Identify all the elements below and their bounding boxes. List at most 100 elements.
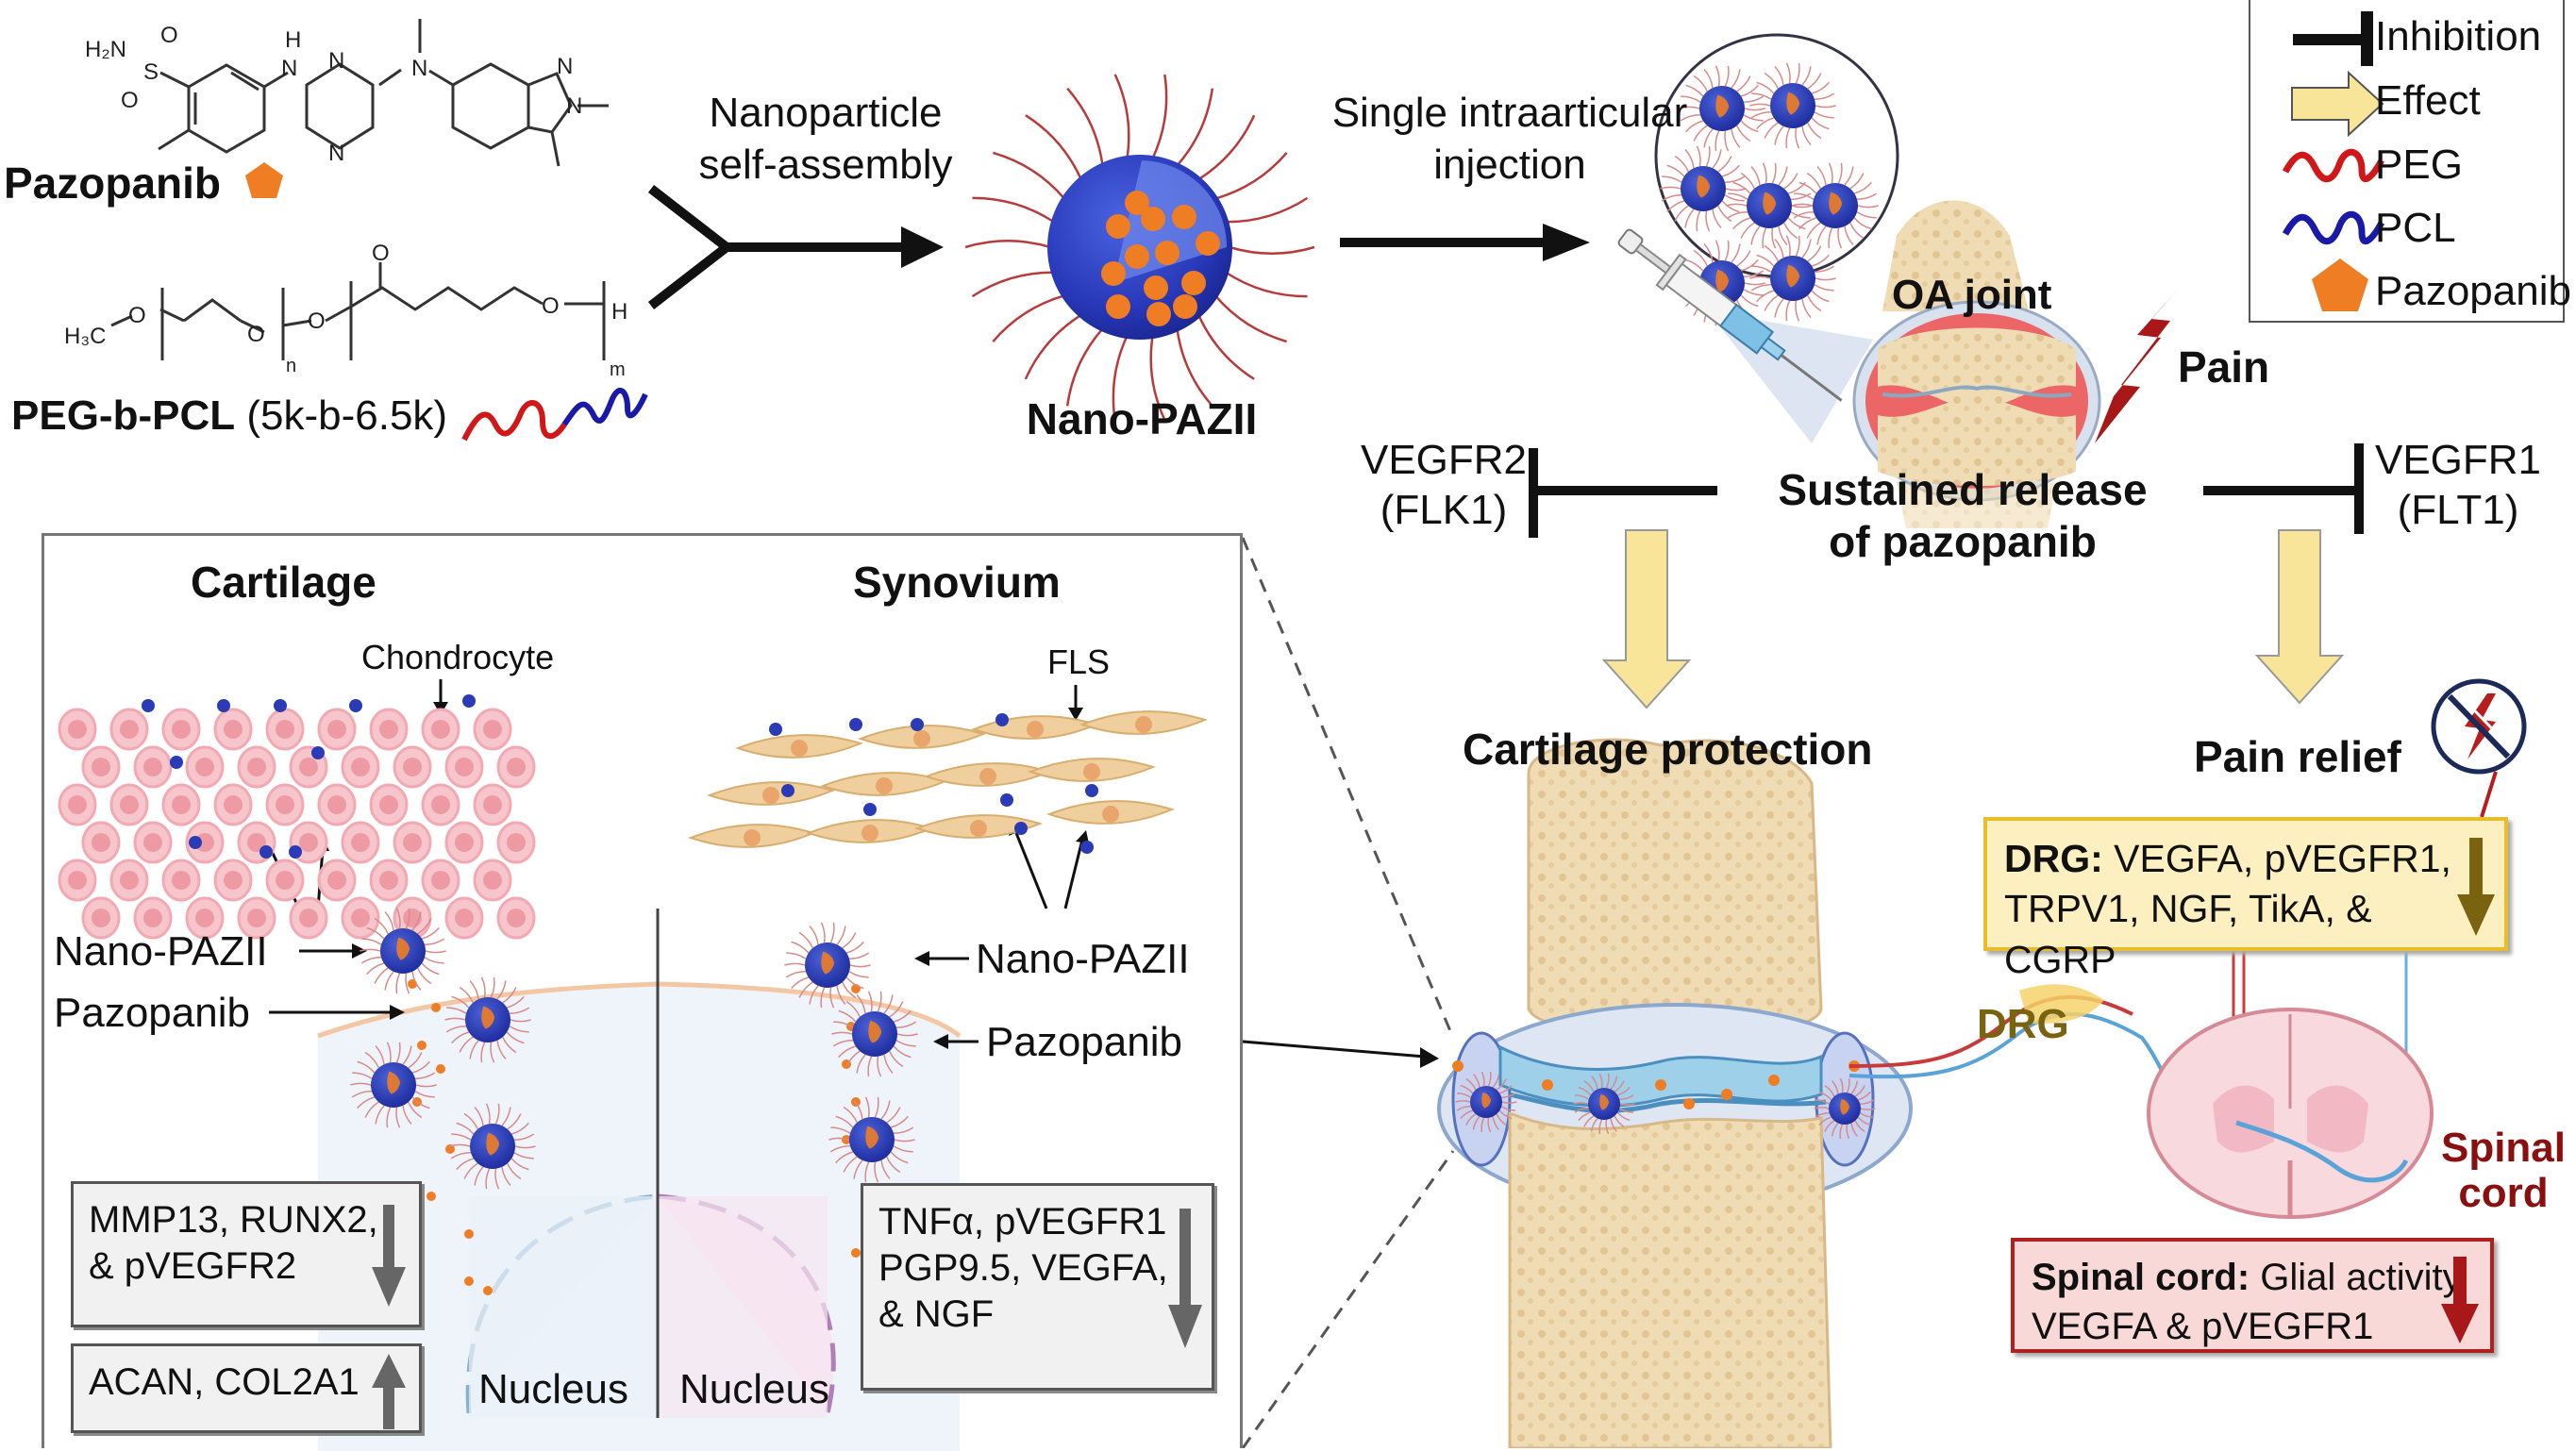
pain-relief-label: Pain relief — [2194, 732, 2401, 781]
pain-lightning-icon — [2095, 288, 2180, 443]
self-assembly-label: Nanoparticle self-assembly — [698, 87, 953, 191]
peg-wave-icon — [2282, 148, 2385, 183]
pazopanib-structure — [158, 19, 609, 167]
spinal-cord-label: Spinal cord — [2433, 1126, 2574, 1215]
nanoparticle-dot — [170, 756, 183, 769]
nanoparticle-dot — [311, 746, 325, 759]
release-line2: of pazopanib — [1829, 517, 2097, 567]
pazopanib-dot — [1125, 191, 1149, 215]
nanoparticle-dot — [911, 718, 924, 731]
pazopanib-pentagon-icon — [245, 162, 283, 198]
pazopanib-dot — [1196, 231, 1220, 256]
nanoparticle-dot — [189, 836, 202, 849]
synovium-down-line1: TNFα, pVEGFR1 — [878, 1201, 1167, 1243]
pazopanib-dot — [1146, 302, 1171, 326]
inhibition-icon — [2293, 11, 2373, 66]
nanoparticle-dot — [349, 699, 362, 712]
pazopanib-dot — [1172, 205, 1196, 229]
nanoparticle-dot — [1000, 793, 1013, 807]
nanoparticle-dot — [274, 699, 287, 712]
legend-label-peg: PEG — [2375, 142, 2463, 188]
nucleus-left-label: Nucleus — [478, 1366, 628, 1412]
down-arrow-icon — [2441, 1257, 2479, 1343]
svg-text:O: O — [308, 309, 326, 334]
sustained-release-label: Sustained release of pazopanib — [1746, 464, 2180, 568]
pazopanib-dot — [1721, 1089, 1732, 1100]
effect-arrow-cartilage — [1601, 529, 1692, 709]
svg-text:O: O — [160, 23, 178, 48]
spinal-box-line1-rest: Glial activity, — [2250, 1257, 2469, 1298]
cartilage-down-line2: & pVEGFR2 — [89, 1244, 297, 1287]
nanoparticle-dot — [769, 723, 782, 736]
legend-label-pcl: PCL — [2375, 205, 2456, 251]
oa-joint-illustration — [1852, 200, 2101, 528]
spinal-cord-line1: Spinal — [2440, 1125, 2567, 1171]
vegfr1-line1: VEGFR1 — [2374, 437, 2542, 483]
legend: Inhibition Effect PEG PCL Pazopanib — [2249, 0, 2571, 323]
legend-label-pazopanib: Pazopanib — [2375, 268, 2571, 314]
pazopanib-pentagon-icon — [2312, 259, 2368, 311]
nanoparticle-dot — [259, 845, 273, 859]
svg-text:O: O — [542, 293, 560, 319]
down-arrow-icon — [2457, 838, 2495, 936]
cellular-detail-panel: Cartilage Synovium Chondrocyte FLS Nano-… — [42, 533, 1243, 1451]
spinal-cord-line2: cord — [2458, 1169, 2549, 1216]
pazopanib-dot — [851, 1248, 861, 1258]
effect-arrow-pain — [2254, 529, 2345, 705]
inhibition-vegfr1 — [2203, 443, 2364, 534]
down-arrow-icon — [372, 1205, 406, 1307]
no-pain-icon — [2431, 678, 2527, 818]
pazopanib-dot — [417, 1041, 427, 1050]
nanoparticle-dot — [1080, 841, 1094, 854]
svg-text:H₃C: H₃C — [64, 324, 106, 349]
pazopanib-label: Pazopanib — [4, 158, 222, 208]
pazopanib-dot — [436, 1064, 445, 1074]
nano-pazii-particle — [964, 74, 1315, 421]
pain-label: Pain — [2178, 342, 2270, 392]
svg-text:n: n — [286, 356, 296, 376]
pcl-wave-icon — [2282, 210, 2385, 245]
right-nano-pazii-label: Nano-PAZII — [976, 936, 1190, 982]
svg-text:N: N — [411, 56, 427, 81]
peg-pcl-label: PEG-b-PCL (5k-b-6.5k) — [11, 393, 447, 438]
cartilage-down-line1: MMP13, RUNX2, — [89, 1199, 378, 1241]
pazopanib-dot — [1155, 241, 1179, 265]
pazopanib-dot — [431, 1003, 441, 1012]
vegfr2-line2: (FLK1) — [1380, 486, 1508, 533]
drg-label: DRG — [1977, 1001, 2069, 1047]
fls-label: FLS — [1047, 642, 1111, 681]
svg-text:H₂N: H₂N — [85, 37, 126, 62]
self-assembly-line1: Nanoparticle — [709, 90, 943, 136]
vegfr2-label: VEGFR2 (FLK1) — [1359, 436, 1529, 536]
spinal-box-bold: Spinal cord: — [2032, 1257, 2250, 1298]
nanoparticle-dot — [849, 718, 862, 731]
chondrocyte-label: Chondrocyte — [361, 638, 555, 676]
svg-text:H: H — [611, 299, 627, 325]
pazopanib-dot — [464, 1276, 474, 1286]
drg-box-line1-rest: VEGFA, pVEGFR1, — [2102, 837, 2451, 880]
synovium-down-line3: & NGF — [878, 1293, 995, 1335]
vegfr1-label: VEGFR1 (FLT1) — [2373, 436, 2543, 536]
injection-line1: Single intraarticular — [1331, 90, 1688, 136]
nanoparticle-dot — [217, 699, 230, 712]
drg-box-line1: DRG: VEGFA, pVEGFR1, — [2004, 834, 2487, 884]
nanoparticle-dot — [995, 713, 1009, 726]
left-nano-pazii-label: Nano-PAZII — [54, 928, 268, 975]
drg-box-bold: DRG: — [2004, 837, 2103, 880]
pazopanib-dot — [1141, 207, 1165, 231]
self-assembly-arrow — [647, 185, 906, 309]
inhibition-vegfr2 — [1529, 448, 1717, 538]
svg-text:O: O — [372, 241, 390, 266]
pazopanib-dot — [464, 1229, 474, 1239]
svg-text:O: O — [128, 303, 146, 328]
pcl-wave-icon — [561, 387, 648, 426]
peg-pcl-structure — [110, 262, 606, 360]
peg-wave-icon — [461, 400, 567, 442]
cartilage-downregulated-box: MMP13, RUNX2, & pVEGFR2 — [71, 1181, 422, 1327]
pazopanib-dot — [483, 1286, 493, 1295]
svg-text:N: N — [328, 48, 344, 74]
drg-effects-box: DRG: VEGFA, pVEGFR1, TRPV1, NGF, TikA, &… — [1983, 817, 2508, 981]
legend-label-inhibition: Inhibition — [2375, 13, 2542, 59]
pazopanib-dot — [1768, 1075, 1780, 1086]
self-assembly-line2: self-assembly — [698, 142, 953, 188]
